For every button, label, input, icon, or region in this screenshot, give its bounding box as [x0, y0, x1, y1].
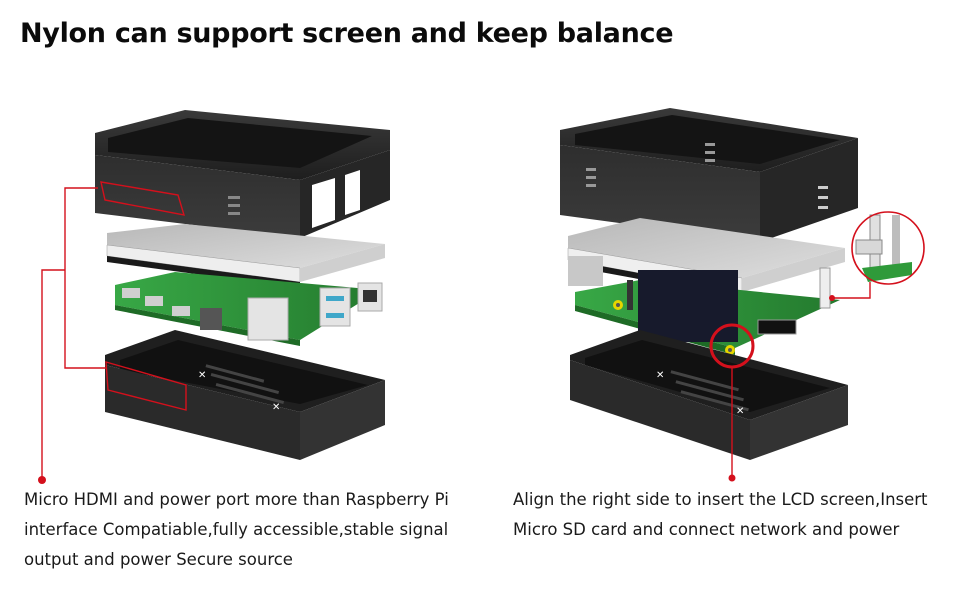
vent-slot [228, 196, 240, 199]
left-exploded-view: ✕ ✕ [38, 110, 390, 484]
usb2-ports [247, 297, 289, 341]
audio-jack [200, 308, 222, 330]
vent-slot [586, 184, 596, 187]
vent-slot [228, 212, 240, 215]
callout-bracket [64, 187, 106, 369]
micro-hdmi-port [122, 288, 140, 298]
gpio-header [627, 280, 633, 310]
caption-line: output and power Secure source [24, 550, 293, 569]
callout-dot [728, 474, 736, 482]
callout-leader [41, 269, 65, 478]
ethernet-port [357, 282, 383, 312]
micro-sd-slot [757, 319, 797, 335]
magnified-inset-connector [851, 211, 925, 285]
left-callouts [41, 181, 187, 478]
raspberry-pi-board [115, 272, 383, 346]
lcd-connector-post [819, 267, 831, 309]
usb3-ports [319, 287, 351, 327]
vent-slot [228, 204, 240, 207]
caption-line: Micro SD card and connect network and po… [513, 520, 900, 539]
ethernet-port [568, 256, 603, 286]
right-exploded-view: ✕ ✕ [560, 108, 925, 482]
usb-c-port [172, 306, 190, 316]
right-callouts [709, 282, 871, 476]
left-caption: Micro HDMI and power port more than Rasp… [24, 485, 494, 575]
callout-dot [38, 476, 46, 484]
vent-slot [586, 168, 596, 171]
mount-x-mark: ✕ [272, 402, 280, 413]
caption-line: Micro HDMI and power port more than Rasp… [24, 490, 449, 509]
page-title: Nylon can support screen and keep balanc… [20, 18, 674, 49]
callout-leader-inset [832, 282, 871, 299]
micro-hdmi-port [145, 296, 163, 306]
right-caption: Align the right side to insert the LCD s… [513, 485, 953, 545]
top-lid [95, 110, 390, 238]
bottom-base: ✕ ✕ [570, 330, 848, 460]
lcd-driver-board [638, 270, 738, 342]
mount-x-mark: ✕ [198, 370, 206, 381]
mount-x-mark: ✕ [656, 370, 664, 381]
vent-slot [586, 176, 596, 179]
top-lid [560, 108, 858, 242]
callout-highlight-top [100, 181, 186, 216]
callout-highlight-bottom [105, 361, 187, 411]
caption-line: interface Compatiable,fully accessible,s… [24, 520, 449, 539]
caption-line: Align the right side to insert the LCD s… [513, 490, 928, 509]
bottom-base: ✕ ✕ [105, 330, 385, 460]
mount-x-mark: ✕ [736, 406, 744, 417]
raspberry-pi-board [575, 267, 840, 355]
